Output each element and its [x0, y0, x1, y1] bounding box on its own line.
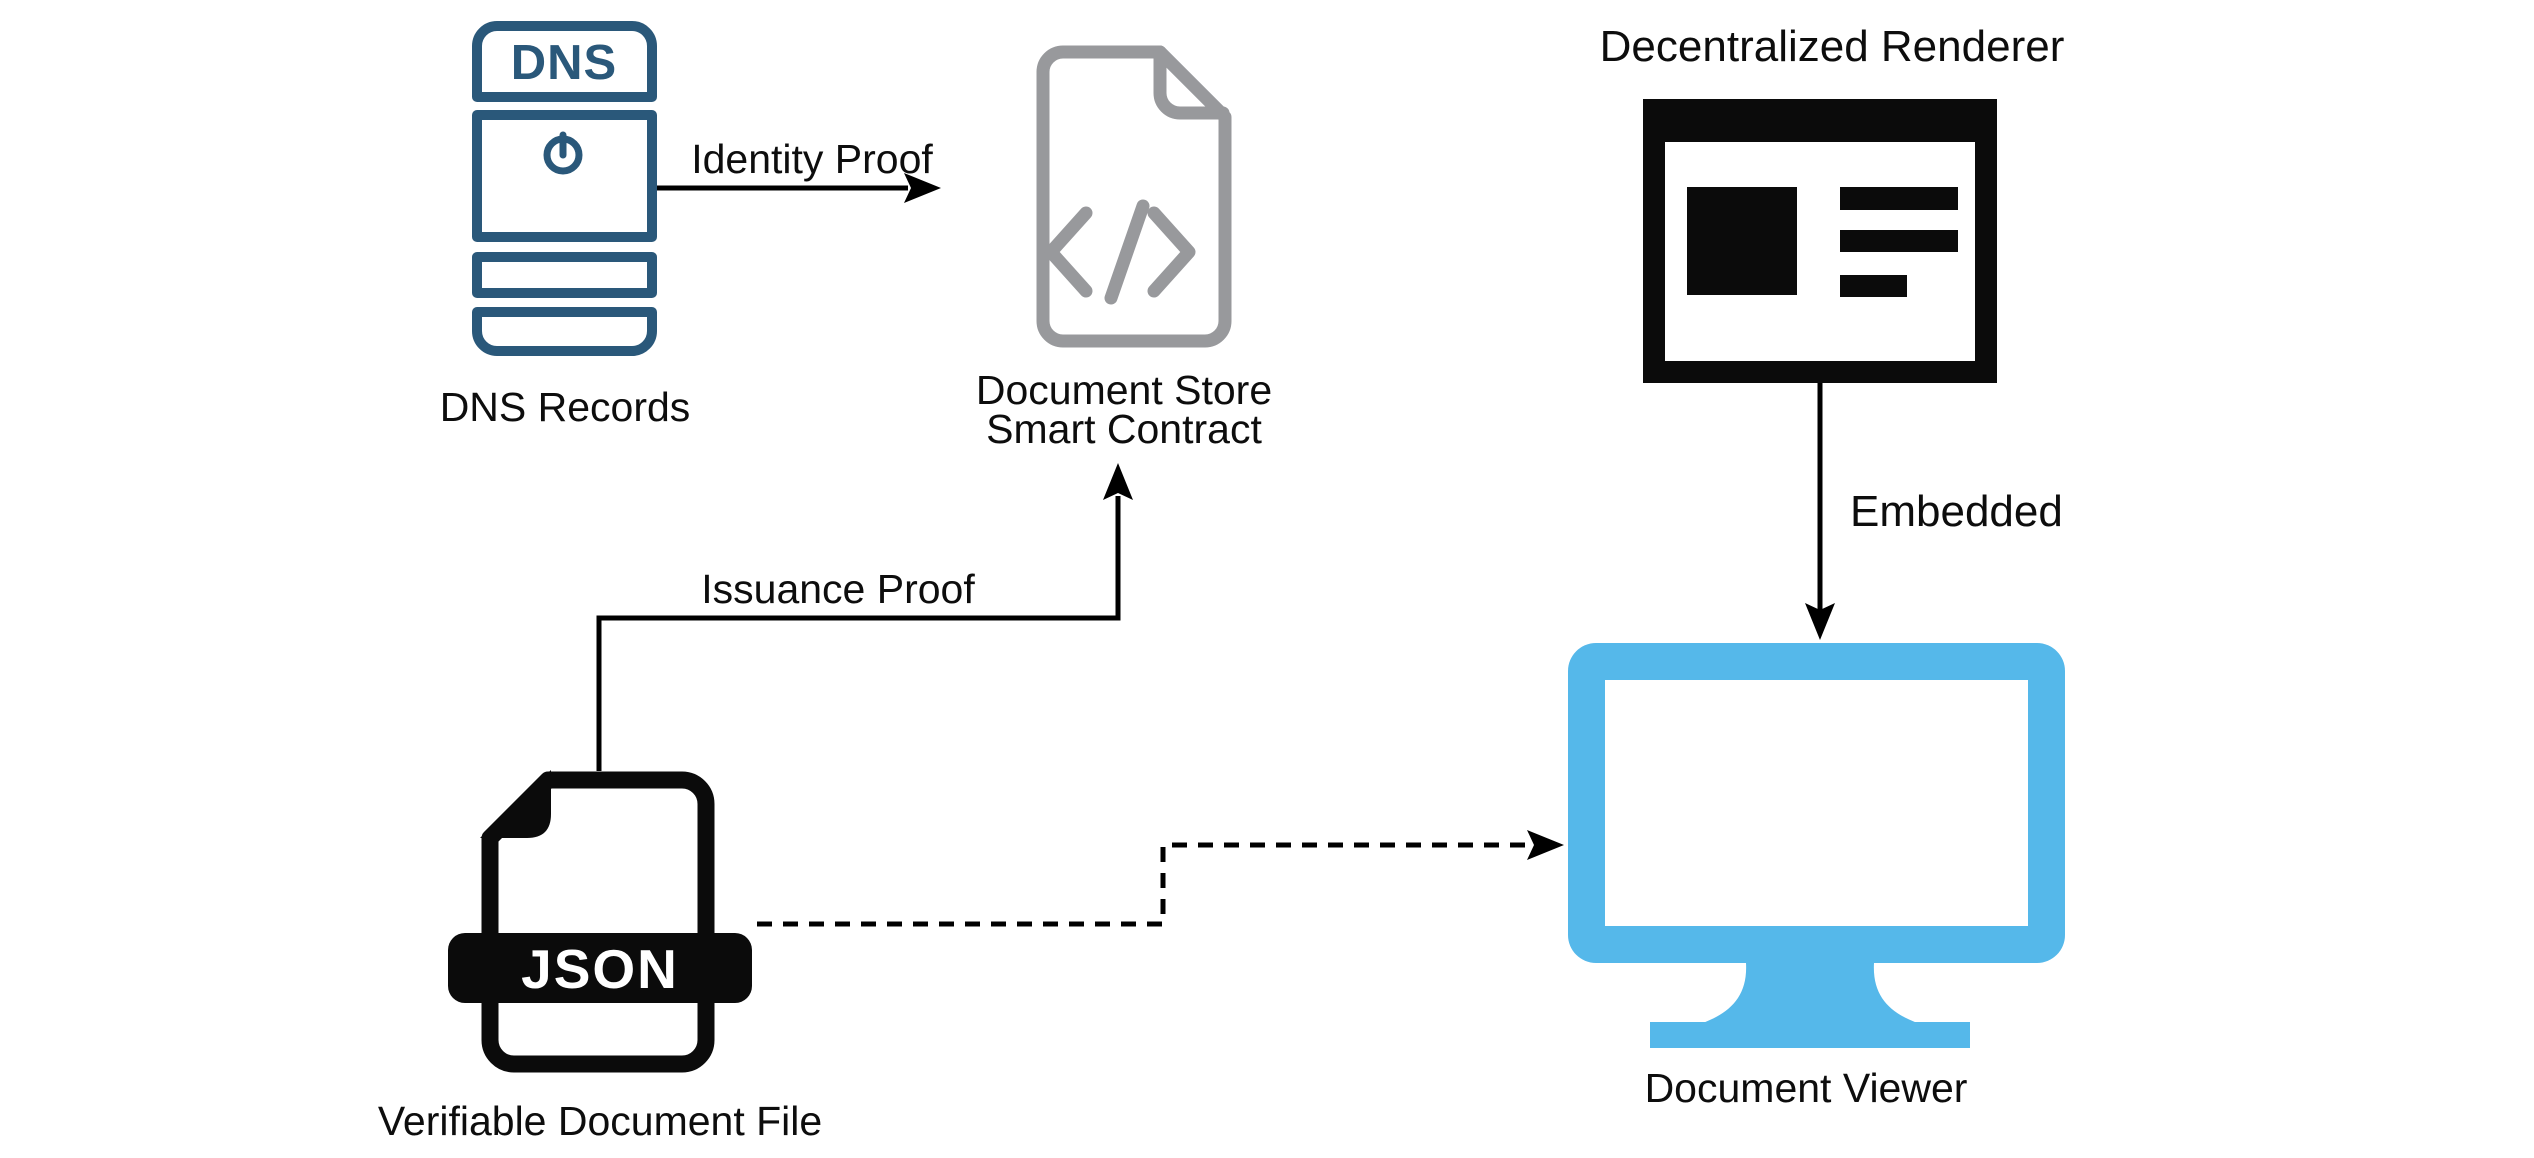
- json-banner: [448, 933, 752, 1003]
- code-brackets-icon: [1044, 199, 1196, 305]
- json-to-viewer-dashed-arrow: [757, 830, 1564, 927]
- folded-corner-icon: [480, 770, 551, 838]
- issuance-proof-arrow: [596, 463, 1133, 771]
- embedded-arrow: [1805, 383, 1835, 640]
- identity-proof-arrow: [657, 173, 941, 203]
- monitor-screen: [1605, 680, 2028, 926]
- json-icon-text: JSON: [521, 938, 679, 1000]
- arrowhead-right-icon: [1527, 830, 1564, 860]
- document-store-label-line1: Document Store: [976, 367, 1272, 413]
- monitor-stand: [1700, 963, 1920, 1024]
- document-store-label-line2: Smart Contract: [986, 406, 1262, 452]
- dns-server-icon: [472, 21, 657, 356]
- json-file-icon: JSON: [448, 770, 752, 1073]
- arrowhead-up-icon: [1103, 463, 1133, 500]
- monitor-base: [1650, 1022, 1970, 1048]
- monitor-icon: [1568, 643, 2065, 1048]
- code-file-icon: [1036, 45, 1232, 348]
- dns-icon-text: DNS: [511, 36, 617, 90]
- arrowhead-right-icon: [904, 173, 941, 203]
- document-viewer-label: Document Viewer: [1645, 1065, 1968, 1111]
- browser-window-icon: [1643, 99, 1997, 383]
- issuance-proof-label: Issuance Proof: [701, 566, 975, 612]
- dns-records-label: DNS Records: [440, 384, 691, 430]
- arrowhead-down-icon: [1805, 603, 1835, 640]
- power-icon: [543, 131, 583, 175]
- identity-proof-label: Identity Proof: [691, 136, 933, 182]
- embedded-label: Embedded: [1850, 487, 2063, 536]
- verifiable-document-file-label: Verifiable Document File: [378, 1098, 822, 1144]
- decentralized-renderer-label: Decentralized Renderer: [1600, 22, 2065, 71]
